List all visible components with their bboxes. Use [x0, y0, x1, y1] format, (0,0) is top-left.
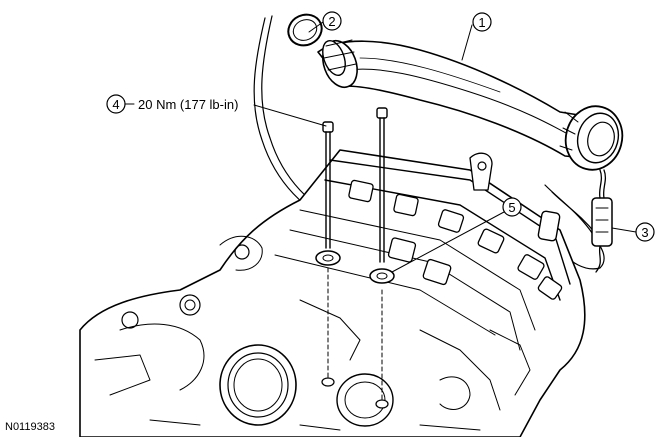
cylinder-head-bolt-right — [376, 107, 388, 403]
svg-text:1: 1 — [478, 15, 485, 30]
ignition-coil-row — [348, 179, 563, 300]
sensor-connector — [591, 169, 613, 273]
cylinder-head-bolt-left — [322, 121, 334, 381]
callout-4: 4 — [106, 94, 135, 114]
svg-text:5: 5 — [508, 200, 515, 215]
svg-text:4: 4 — [112, 97, 119, 112]
svg-text:2: 2 — [328, 14, 335, 29]
leader-lines — [253, 21, 637, 273]
callout-5: 5 — [502, 197, 522, 217]
svg-text:3: 3 — [641, 225, 648, 240]
o-ring-seal — [287, 13, 323, 47]
air-intake-hose — [317, 39, 624, 171]
figure-id: N0119383 — [5, 421, 55, 433]
torque-spec-label: 20 Nm (177 lb-in) — [138, 97, 238, 112]
callout-1: 1 — [472, 12, 492, 32]
bolt-washer — [315, 250, 395, 409]
callout-3: 3 — [635, 222, 655, 242]
cylinder-head-assembly — [79, 149, 586, 437]
head-gasket-bore — [219, 344, 297, 426]
callout-2: 2 — [322, 11, 342, 31]
